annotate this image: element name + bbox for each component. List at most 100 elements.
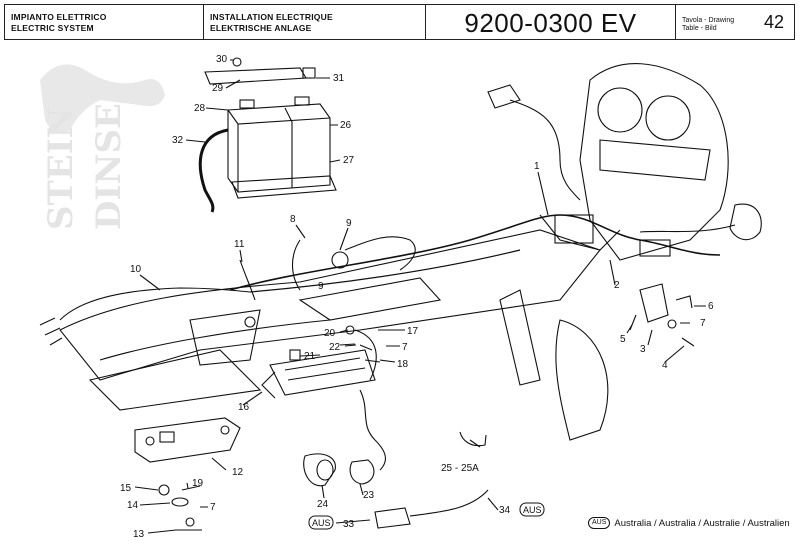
callout-numbers: 30 29 31 28 26 32 27 1 8 9 11 10 9 2 6 5… [120, 54, 714, 540]
diagram-linework [39, 57, 762, 534]
aus-markers: AUS AUS [308, 502, 545, 530]
instrument-cluster-icon [579, 63, 729, 261]
callout-13: 13 [133, 529, 145, 540]
callout-1: 1 [534, 161, 540, 172]
aus-badge-34-text: AUS [523, 505, 542, 515]
part-code-cell: 9200-0300 EV [426, 5, 676, 39]
table-label-line1: Tavola - Drawing [682, 17, 735, 24]
frame-gusset-icon [189, 309, 261, 366]
fuse-rows [284, 357, 366, 381]
callout-17: 17 [407, 326, 419, 337]
main-harness-icon [229, 214, 721, 291]
left-switch-icon [487, 84, 521, 109]
callout-22: 22 [329, 342, 341, 353]
speedometer-icon [597, 87, 643, 133]
ring-terminal-icon [244, 316, 256, 328]
aus-badge-34 [519, 502, 545, 517]
rubber-bush-icon [158, 484, 170, 496]
battery-edges [227, 109, 331, 192]
fuse-box-bracket-icon [261, 371, 276, 399]
fuse-box-icon [269, 349, 376, 396]
harness-connectors-icon [539, 214, 621, 251]
title-cell-fr-de: INSTALLATION ELECTRIQUE ELEKTRISCHE ANLA… [204, 5, 426, 39]
title-german: ELEKTRISCHE ANLAGE [210, 23, 312, 33]
title-french: INSTALLATION ELECTRIQUE [210, 12, 333, 22]
callout-11: 11 [234, 239, 245, 250]
callout-25: 25 - 25A [441, 463, 479, 474]
connector-block-icon [554, 214, 594, 244]
buzzer-icon [349, 459, 375, 485]
watermark-dinse: DINSE [89, 103, 129, 230]
callout-28: 28 [194, 103, 206, 114]
callout-29: 29 [212, 83, 224, 94]
battery-bracket-icon [204, 67, 307, 85]
title-italian: IMPIANTO ELETTRICO [11, 12, 107, 22]
watermark: STEIN DINSE [40, 64, 165, 230]
wire-17 [354, 329, 377, 381]
swingarm-icon [88, 349, 262, 411]
fork-icon [499, 289, 541, 386]
battery-terminal-icon [294, 96, 310, 106]
mounting-plate-icon [134, 417, 241, 463]
callout-9b: 9 [318, 281, 324, 292]
footer-aus-badge: AUS [588, 517, 611, 529]
frame-plate-icon [298, 277, 442, 321]
tail-wire-ends [39, 317, 63, 346]
callout-21: 21 [304, 351, 316, 362]
part-code: 9200-0300 EV [464, 8, 637, 38]
hv-lead-icon [344, 236, 416, 271]
title-english: ELECTRIC SYSTEM [11, 23, 94, 33]
callout-2: 2 [614, 280, 620, 291]
harness-branch [249, 249, 521, 293]
callout-4: 4 [662, 360, 668, 371]
aus-badge-33-text: AUS [312, 518, 331, 528]
switch-wire-right [639, 224, 736, 233]
callout-10: 10 [130, 264, 142, 275]
callout-15: 15 [120, 483, 132, 494]
callout-7c: 7 [210, 502, 216, 513]
switch-wire-left [509, 99, 581, 201]
aus-badge-33 [308, 515, 334, 530]
battery-divider [284, 107, 293, 188]
wire-ends-18 [359, 344, 381, 363]
callout-31: 31 [333, 73, 345, 84]
callout-19: 19 [192, 478, 204, 489]
callout-5: 5 [620, 334, 626, 345]
warning-lights-icon [599, 139, 711, 181]
footer-legend-text: Australia / Australia / Australie / Aust… [614, 517, 790, 529]
table-cell: Tavola - Drawing Table - Bild 42 [676, 5, 794, 39]
clamp-6-icon [675, 295, 693, 309]
callout-8: 8 [290, 214, 296, 225]
callout-14: 14 [127, 500, 139, 511]
battery-tray-icon [231, 175, 337, 199]
ground-wire-icon [239, 259, 256, 301]
table-label-line2: Table - Bild [682, 25, 717, 32]
clip-22-icon [339, 343, 356, 346]
wiring-diagram: STEIN DINSE [39, 54, 762, 540]
bracket-icon [639, 283, 669, 323]
callout-27: 27 [343, 155, 355, 166]
callout-33: 33 [343, 519, 355, 530]
callout-7a: 7 [700, 318, 706, 329]
cable-clip-icon [459, 431, 487, 447]
frame-rail-icon [99, 319, 331, 361]
nut-19-icon [181, 485, 201, 491]
key-logo-icon [40, 64, 165, 134]
callout-32: 32 [172, 135, 184, 146]
title-cell-it-en: IMPIANTO ELETTRICO ELECTRIC SYSTEM [5, 5, 204, 39]
wire-34-icon [409, 489, 489, 517]
ignition-wire-icon [291, 239, 301, 291]
callout-12: 12 [232, 467, 244, 478]
callout-24: 24 [317, 499, 329, 510]
callout-23: 23 [363, 490, 375, 501]
coil-icon [331, 251, 349, 269]
callout-7b: 7 [402, 342, 408, 353]
callout-9a: 9 [346, 218, 352, 229]
relay-33-icon [374, 507, 411, 529]
tachometer-icon [645, 95, 691, 141]
callout-18: 18 [397, 359, 409, 370]
frame-icon [59, 229, 601, 381]
callout-3: 3 [640, 344, 646, 355]
right-switch-icon [729, 203, 762, 241]
